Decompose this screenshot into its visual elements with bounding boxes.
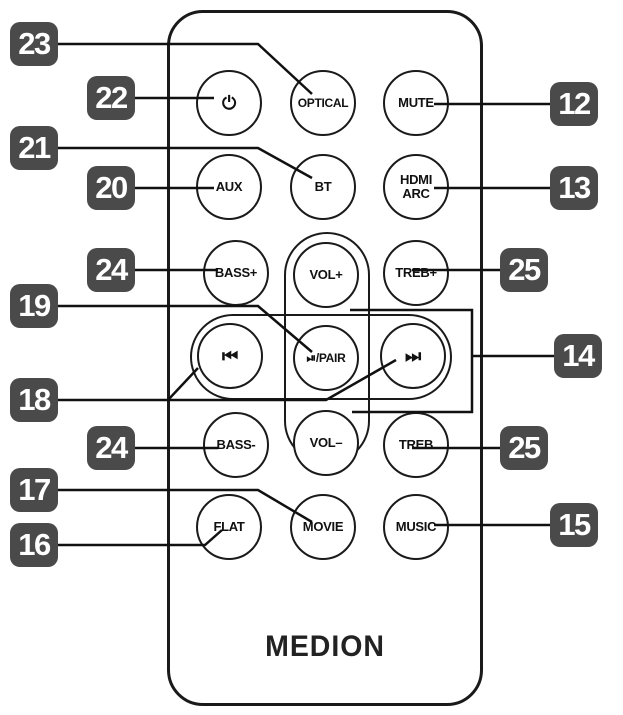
movie-label: MOVIE xyxy=(302,519,344,535)
vol-minus-label: VOL– xyxy=(309,435,343,451)
bt-label: BT xyxy=(314,179,332,195)
callout-12: 12 xyxy=(550,82,598,126)
music-button[interactable]: MUSIC xyxy=(383,494,449,560)
callout-25-bottom: 25 xyxy=(500,426,548,470)
vol-plus-label: VOL+ xyxy=(309,267,343,283)
skip-next-icon: ⏭ xyxy=(405,345,421,366)
play-pair-label: ⏯/PAIR xyxy=(306,350,346,365)
callout-21: 21 xyxy=(10,126,58,170)
vol-minus-button[interactable]: VOL– xyxy=(293,410,359,476)
movie-button[interactable]: MOVIE xyxy=(290,494,356,560)
callout-17: 17 xyxy=(10,468,58,512)
hdmi-arc-label: HDMI ARC xyxy=(399,172,433,201)
bass-minus-label: BASS- xyxy=(216,437,256,453)
music-label: MUSIC xyxy=(395,519,437,535)
flat-button[interactable]: FLAT xyxy=(196,494,262,560)
flat-label: FLAT xyxy=(213,519,245,535)
aux-button[interactable]: AUX xyxy=(196,154,262,220)
bt-button[interactable]: BT xyxy=(290,154,356,220)
callout-13: 13 xyxy=(550,166,598,210)
callout-19: 19 xyxy=(10,284,58,328)
aux-label: AUX xyxy=(215,179,243,195)
power-button[interactable]: ⏻ xyxy=(196,70,262,136)
prev-button[interactable]: ⏮ xyxy=(197,323,263,389)
bass-minus-button[interactable]: BASS- xyxy=(203,412,269,478)
treb-plus-button[interactable]: TREB+ xyxy=(383,240,449,306)
skip-previous-icon: ⏮ xyxy=(222,345,238,366)
bass-plus-label: BASS+ xyxy=(214,265,258,281)
callout-24-bottom: 24 xyxy=(87,426,135,470)
callout-16: 16 xyxy=(10,523,58,567)
treb-minus-label: TREB xyxy=(398,437,434,453)
medion-logo: MEDION xyxy=(265,630,385,663)
mute-label: MUTE xyxy=(398,95,434,111)
mute-button[interactable]: MUTE xyxy=(383,70,449,136)
callout-18: 18 xyxy=(10,378,58,422)
callout-14: 14 xyxy=(554,334,602,378)
callout-22: 22 xyxy=(87,76,135,120)
bass-plus-button[interactable]: BASS+ xyxy=(203,240,269,306)
callout-15: 15 xyxy=(550,503,598,547)
callout-20: 20 xyxy=(87,166,135,210)
play-pair-button[interactable]: ⏯/PAIR xyxy=(293,325,359,391)
optical-button[interactable]: OPTICAL xyxy=(290,70,356,136)
treb-plus-label: TREB+ xyxy=(395,265,437,281)
vol-plus-button[interactable]: VOL+ xyxy=(293,242,359,308)
callout-24-top: 24 xyxy=(87,248,135,292)
hdmi-arc-button[interactable]: HDMI ARC xyxy=(383,154,449,220)
callout-23: 23 xyxy=(10,22,58,66)
callout-25-top: 25 xyxy=(500,248,548,292)
next-button[interactable]: ⏭ xyxy=(380,323,446,389)
optical-label: OPTICAL xyxy=(297,95,349,110)
treb-minus-button[interactable]: TREB xyxy=(383,412,449,478)
power-icon: ⏻ xyxy=(222,92,236,113)
